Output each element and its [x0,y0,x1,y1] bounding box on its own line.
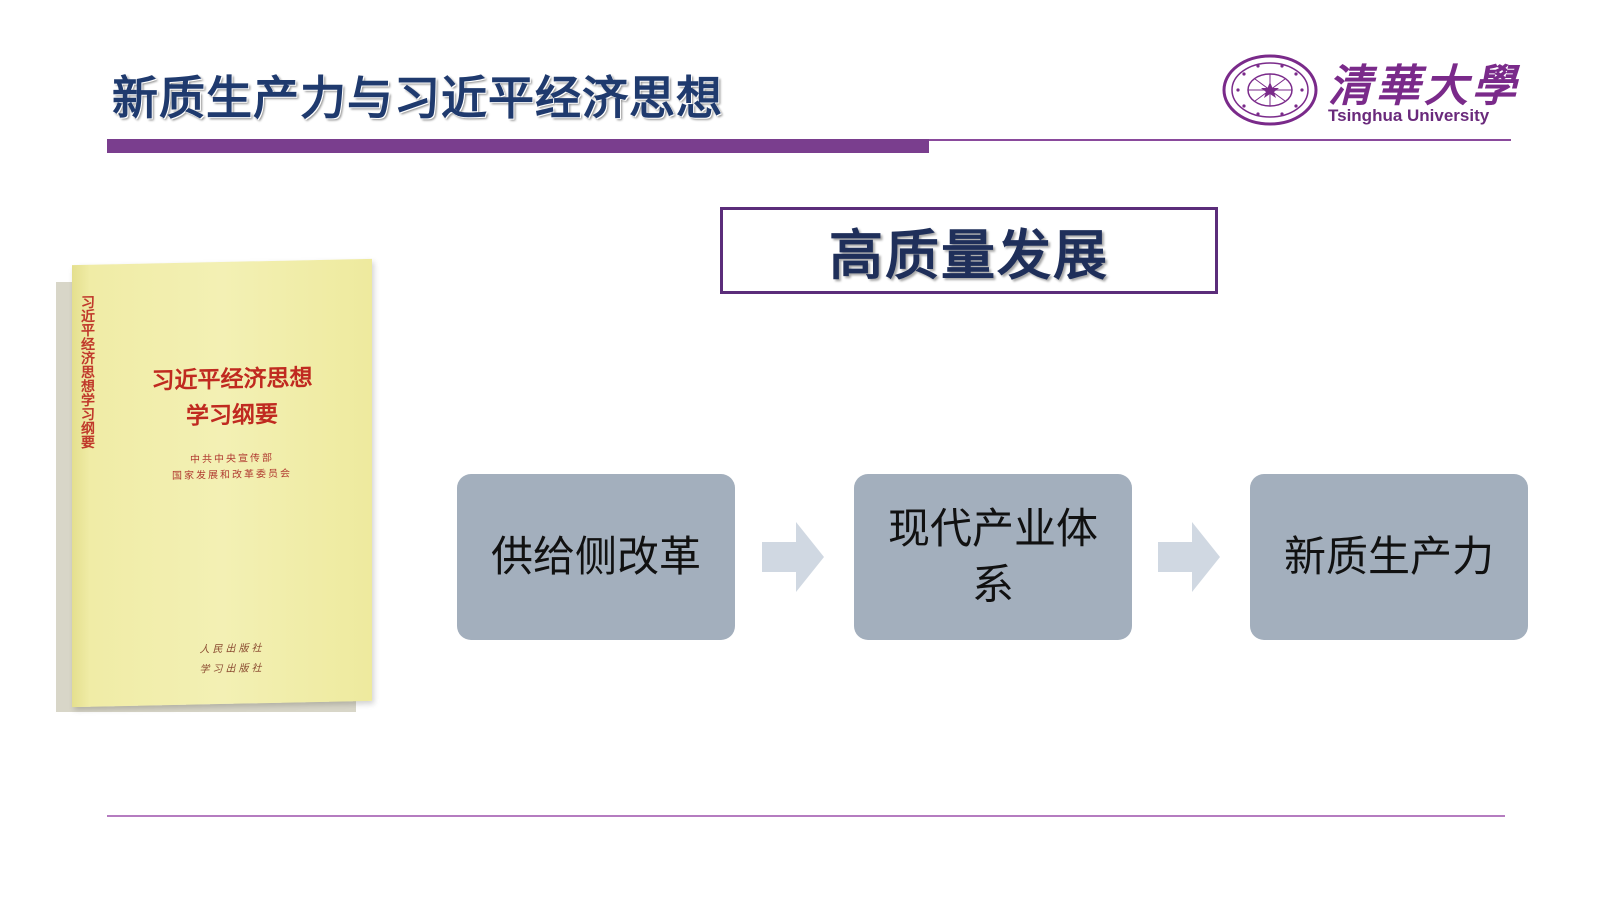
step-box-new-productivity: 新质生产力 [1250,474,1528,640]
book-cover: 习近平经济思想学习纲要 习近平经济思想 学习纲要 中共中央宣传部 国家发展和改革… [72,259,372,707]
book-spine-text: 习近平经济思想学习纲要 [78,295,96,449]
page-title: 新质生产力与习近平经济思想 [112,62,723,128]
book-title-line1: 习近平经济思想 [112,359,352,400]
step-box-supply-side-reform: 供给侧改革 [457,474,735,640]
title-underline-thin [929,139,1511,141]
heading-box: 高质量发展 [720,207,1218,294]
right-arrow-icon [1158,522,1220,592]
book-title-line2: 学习纲要 [112,395,352,436]
book-publisher: 中共中央宣传部 国家发展和改革委员会 [112,449,352,486]
footer-divider [107,815,1505,817]
book-press: 人民出版社 学习出版社 [112,637,352,682]
logo-chinese-name: 清華大學 [1328,50,1520,114]
university-logo: 清華大學 Tsinghua University [1222,50,1522,130]
step-box-modern-industry: 现代产业体系 [854,474,1132,640]
right-arrow-icon [762,522,824,592]
heading-text: 高质量发展 [829,211,1109,290]
title-underline-thick [107,139,929,153]
logo-english-name: Tsinghua University [1328,106,1489,126]
book-press-line2: 学习出版社 [112,657,352,682]
book-title: 习近平经济思想 学习纲要 [112,359,352,436]
tsinghua-seal-icon [1222,54,1318,126]
